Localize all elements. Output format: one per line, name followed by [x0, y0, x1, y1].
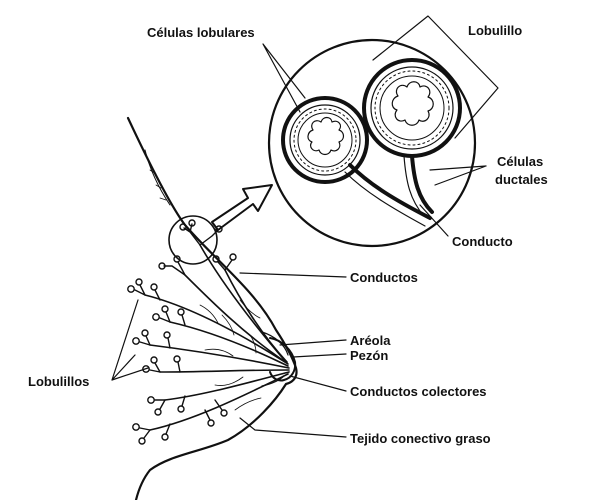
label-areola: Aréola: [350, 333, 391, 348]
leader-lines: [111, 15, 499, 438]
label-lobulillos: Lobulillos: [28, 374, 89, 389]
label-celulas-ductales-line1: Células: [497, 154, 543, 169]
label-tejido-conectivo-graso: Tejido conectivo graso: [350, 431, 491, 446]
label-celulas-lobulares: Células lobulares: [147, 25, 255, 40]
label-pezon: Pezón: [350, 348, 388, 363]
lobule-clusters: [127, 219, 237, 445]
label-celulas-ductales-line2: ductales: [495, 172, 548, 187]
label-conducto: Conducto: [452, 234, 513, 249]
zoom-source-circle: [168, 215, 218, 265]
magnified-lobule: [267, 38, 477, 248]
fatty-tissue-texture: [199, 299, 262, 411]
breast-outline: [126, 116, 298, 500]
label-lobulillo: Lobulillo: [468, 23, 522, 38]
label-conductos: Conductos: [350, 270, 418, 285]
label-conductos-colectores: Conductos colectores: [350, 384, 487, 399]
zoom-arrow-icon: [211, 184, 273, 231]
